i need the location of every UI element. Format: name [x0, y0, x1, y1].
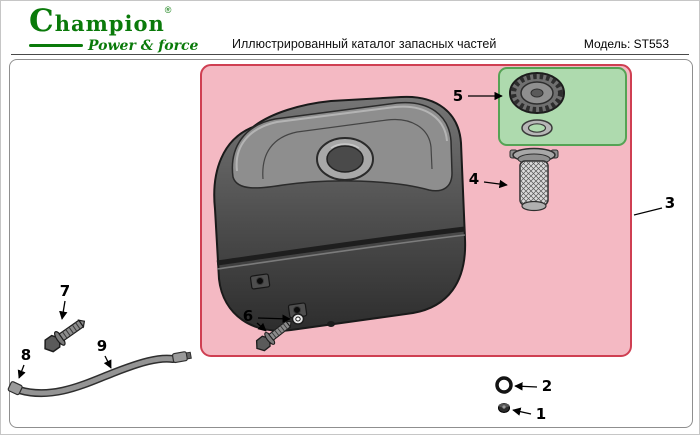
logo-swoosh — [29, 44, 83, 48]
brand-logo: Champion® Power & force — [29, 3, 201, 54]
cap-gasket-illustration — [521, 119, 553, 137]
fuel-cap-illustration — [509, 72, 565, 114]
callout-2-label: 2 — [542, 377, 552, 395]
callout-6-line-bolt — [256, 322, 267, 332]
hose-right-fitting — [171, 351, 192, 364]
callout-7-label: 7 — [60, 282, 70, 300]
fuel-tank-illustration — [213, 95, 467, 332]
callout-4-label: 4 — [469, 170, 479, 188]
callout-3: 3 — [633, 194, 675, 216]
registered-mark: ® — [164, 5, 172, 15]
callout-4-line — [483, 179, 508, 189]
model-label: Модель: ST553 — [583, 37, 669, 51]
washer-illustration — [291, 313, 305, 325]
hose-left-fitting — [7, 381, 23, 396]
header-divider — [11, 54, 689, 55]
callout-4: 4 — [469, 170, 508, 189]
callout-3-label: 3 — [665, 194, 675, 212]
brand-name: Champion — [29, 3, 165, 39]
callout-1-line — [512, 407, 532, 416]
callout-7-line — [59, 300, 68, 320]
callout-3-line — [633, 207, 663, 216]
callout-7: 7 — [59, 282, 70, 320]
callout-9-label: 9 — [97, 337, 107, 355]
callout-8-label: 8 — [21, 346, 31, 364]
callout-5-label: 5 — [453, 87, 463, 105]
callout-2: 2 — [514, 377, 552, 395]
callout-8-line — [17, 364, 26, 379]
callout-5: 5 — [453, 87, 503, 105]
brand-tagline: Power & force — [88, 37, 199, 54]
page-title: Иллюстрированный каталог запасных частей — [232, 37, 497, 51]
callout-2-line — [514, 382, 538, 391]
callout-9: 9 — [97, 337, 112, 369]
callout-6-label: 6 — [243, 307, 253, 325]
grommet-illustration — [498, 403, 510, 413]
fuel-hose-illustration — [7, 351, 192, 398]
seal-ring-illustration — [495, 376, 513, 394]
callout-1-label: 1 — [536, 405, 546, 423]
callout-9-line — [103, 355, 112, 369]
fuel-filter-illustration — [509, 147, 559, 212]
mount-bolt-illustration — [39, 313, 90, 357]
callout-6-line-washer — [257, 314, 291, 323]
callout-6: 6 — [243, 307, 291, 332]
brand-line: Champion® — [29, 3, 201, 39]
callout-1: 1 — [512, 405, 546, 423]
mounting-bracket — [249, 273, 335, 327]
tagline-row: Power & force — [29, 38, 201, 54]
callout-8: 8 — [17, 346, 31, 379]
filler-neck — [316, 137, 374, 181]
